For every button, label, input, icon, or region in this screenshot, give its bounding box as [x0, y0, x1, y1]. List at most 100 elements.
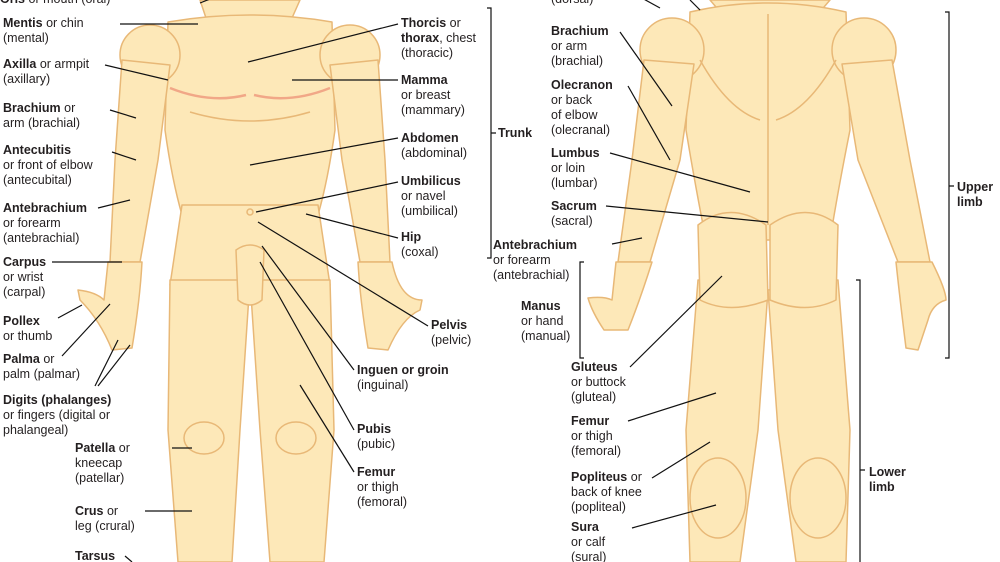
label-term: Crus: [75, 504, 104, 518]
leader-antebrachium: [97, 199, 131, 209]
posterior-right-hand: [895, 261, 947, 351]
label-term: Oris: [0, 0, 25, 6]
label-line: (patellar): [75, 471, 125, 485]
label-line: kneecap: [75, 456, 123, 470]
label-pelvis: Pelvis(pelvic): [431, 318, 471, 348]
label-suffix: or: [446, 16, 461, 30]
label-term: Femur: [571, 414, 610, 428]
label-term: Gluteus: [571, 360, 618, 374]
label-line: (mammary): [401, 103, 465, 117]
trunk-bracket: [487, 7, 496, 259]
leader-femur-a: [299, 384, 355, 473]
label-line: (lumbar): [551, 176, 598, 190]
label-line: or calf: [571, 535, 606, 549]
label-line: (mental): [3, 31, 49, 45]
label-line: (sural): [571, 550, 607, 562]
label-suffix: or: [627, 470, 642, 484]
leader-sacrum: [605, 205, 769, 223]
label-term: Pubis: [357, 422, 392, 436]
label-line: (gluteal): [571, 390, 617, 404]
label-term: Brachium: [3, 101, 61, 115]
posterior-scapula: [699, 59, 837, 121]
label-line: or forearm: [493, 253, 551, 267]
posterior-right-calf: [789, 457, 847, 539]
label-term: Brachium: [551, 24, 609, 38]
label-line: Popliteus or: [571, 470, 642, 485]
label-abdomen: Abdomen(abdominal): [401, 131, 467, 161]
label-mentis: Mentis or chin(mental): [3, 16, 84, 46]
label-line: (antebrachial): [493, 268, 570, 282]
label-line: Femur: [571, 414, 621, 429]
leader-dorsum: [689, 0, 701, 11]
label-line: (coxal): [401, 245, 439, 259]
label-line: Mentis or chin: [3, 16, 84, 31]
label-line: (brachial): [551, 54, 604, 68]
label-line: Carpus: [3, 255, 46, 270]
label-term: Lumbus: [551, 146, 600, 160]
anterior-left-leg: [167, 279, 251, 562]
label-line: (antebrachial): [3, 231, 80, 245]
group-trunk: Trunk: [498, 126, 533, 140]
manus-bracket: [579, 261, 584, 359]
label-line: (sacral): [551, 214, 593, 228]
label-line: Tarsus: [75, 549, 115, 562]
label-line: (umbilical): [401, 204, 458, 218]
label-term-alt: thorax: [401, 31, 440, 45]
label-line: or fingers (digital or: [3, 408, 110, 422]
label-line: Thorcis or: [401, 16, 476, 31]
leader-digits: [97, 344, 131, 387]
posterior-figure: [587, 0, 947, 562]
anterior-right-hand: [357, 261, 423, 351]
label-line: Sura: [571, 520, 606, 535]
label-line: of elbow: [551, 108, 598, 122]
label-suffix: or: [39, 352, 55, 366]
label-term: Carpus: [3, 255, 47, 269]
label-term: Pollex: [3, 314, 40, 328]
label-line: Umbilicus: [401, 174, 461, 189]
label-line: Antebrachium: [493, 238, 577, 253]
label-line: Abdomen: [401, 131, 467, 146]
anterior-right-kneecap: [275, 421, 317, 455]
label-line: (axillary): [3, 72, 51, 86]
leader-digits: [94, 339, 119, 387]
label-term: Digits (phalanges): [3, 393, 112, 407]
leader-umbilicus: [255, 181, 399, 213]
upper-limb-bracket: [945, 11, 954, 359]
label-line: Mamma: [401, 73, 465, 88]
label-term: Antebrachium: [493, 238, 578, 252]
leader-tarsus: [124, 555, 133, 562]
label-line: Oris or mouth (oral): [0, 0, 110, 7]
label-hip: Hip(coxal): [401, 230, 439, 260]
label-line: (pelvic): [431, 333, 472, 347]
anterior-abdomen-line: [189, 111, 311, 122]
label-line: Antecubitis: [3, 143, 93, 158]
label-line: (carpal): [3, 285, 46, 299]
leader-femur-p: [627, 392, 717, 422]
label-line: Manus: [521, 299, 570, 314]
label-line: Pollex: [3, 314, 52, 329]
label-line: (femoral): [357, 495, 408, 509]
leader-abdomen: [249, 137, 399, 166]
anterior-navel: [246, 208, 254, 216]
label-tarsus: Tarsus: [75, 549, 115, 562]
label-line: arm (brachial): [3, 116, 81, 130]
label-suffix: or: [60, 101, 76, 115]
label-line: (antecubital): [3, 173, 72, 187]
label-term: Popliteus: [571, 470, 628, 484]
label-suffix: or chin: [42, 16, 84, 30]
leader-brachium-p: [619, 31, 673, 107]
lower-limb-bracket: [856, 279, 865, 562]
label-line: or back: [551, 93, 592, 107]
leader-antebrachium-p: [611, 237, 643, 245]
label-line: palm (palmar): [3, 367, 81, 381]
label-line: Digits (phalanges): [3, 393, 111, 408]
